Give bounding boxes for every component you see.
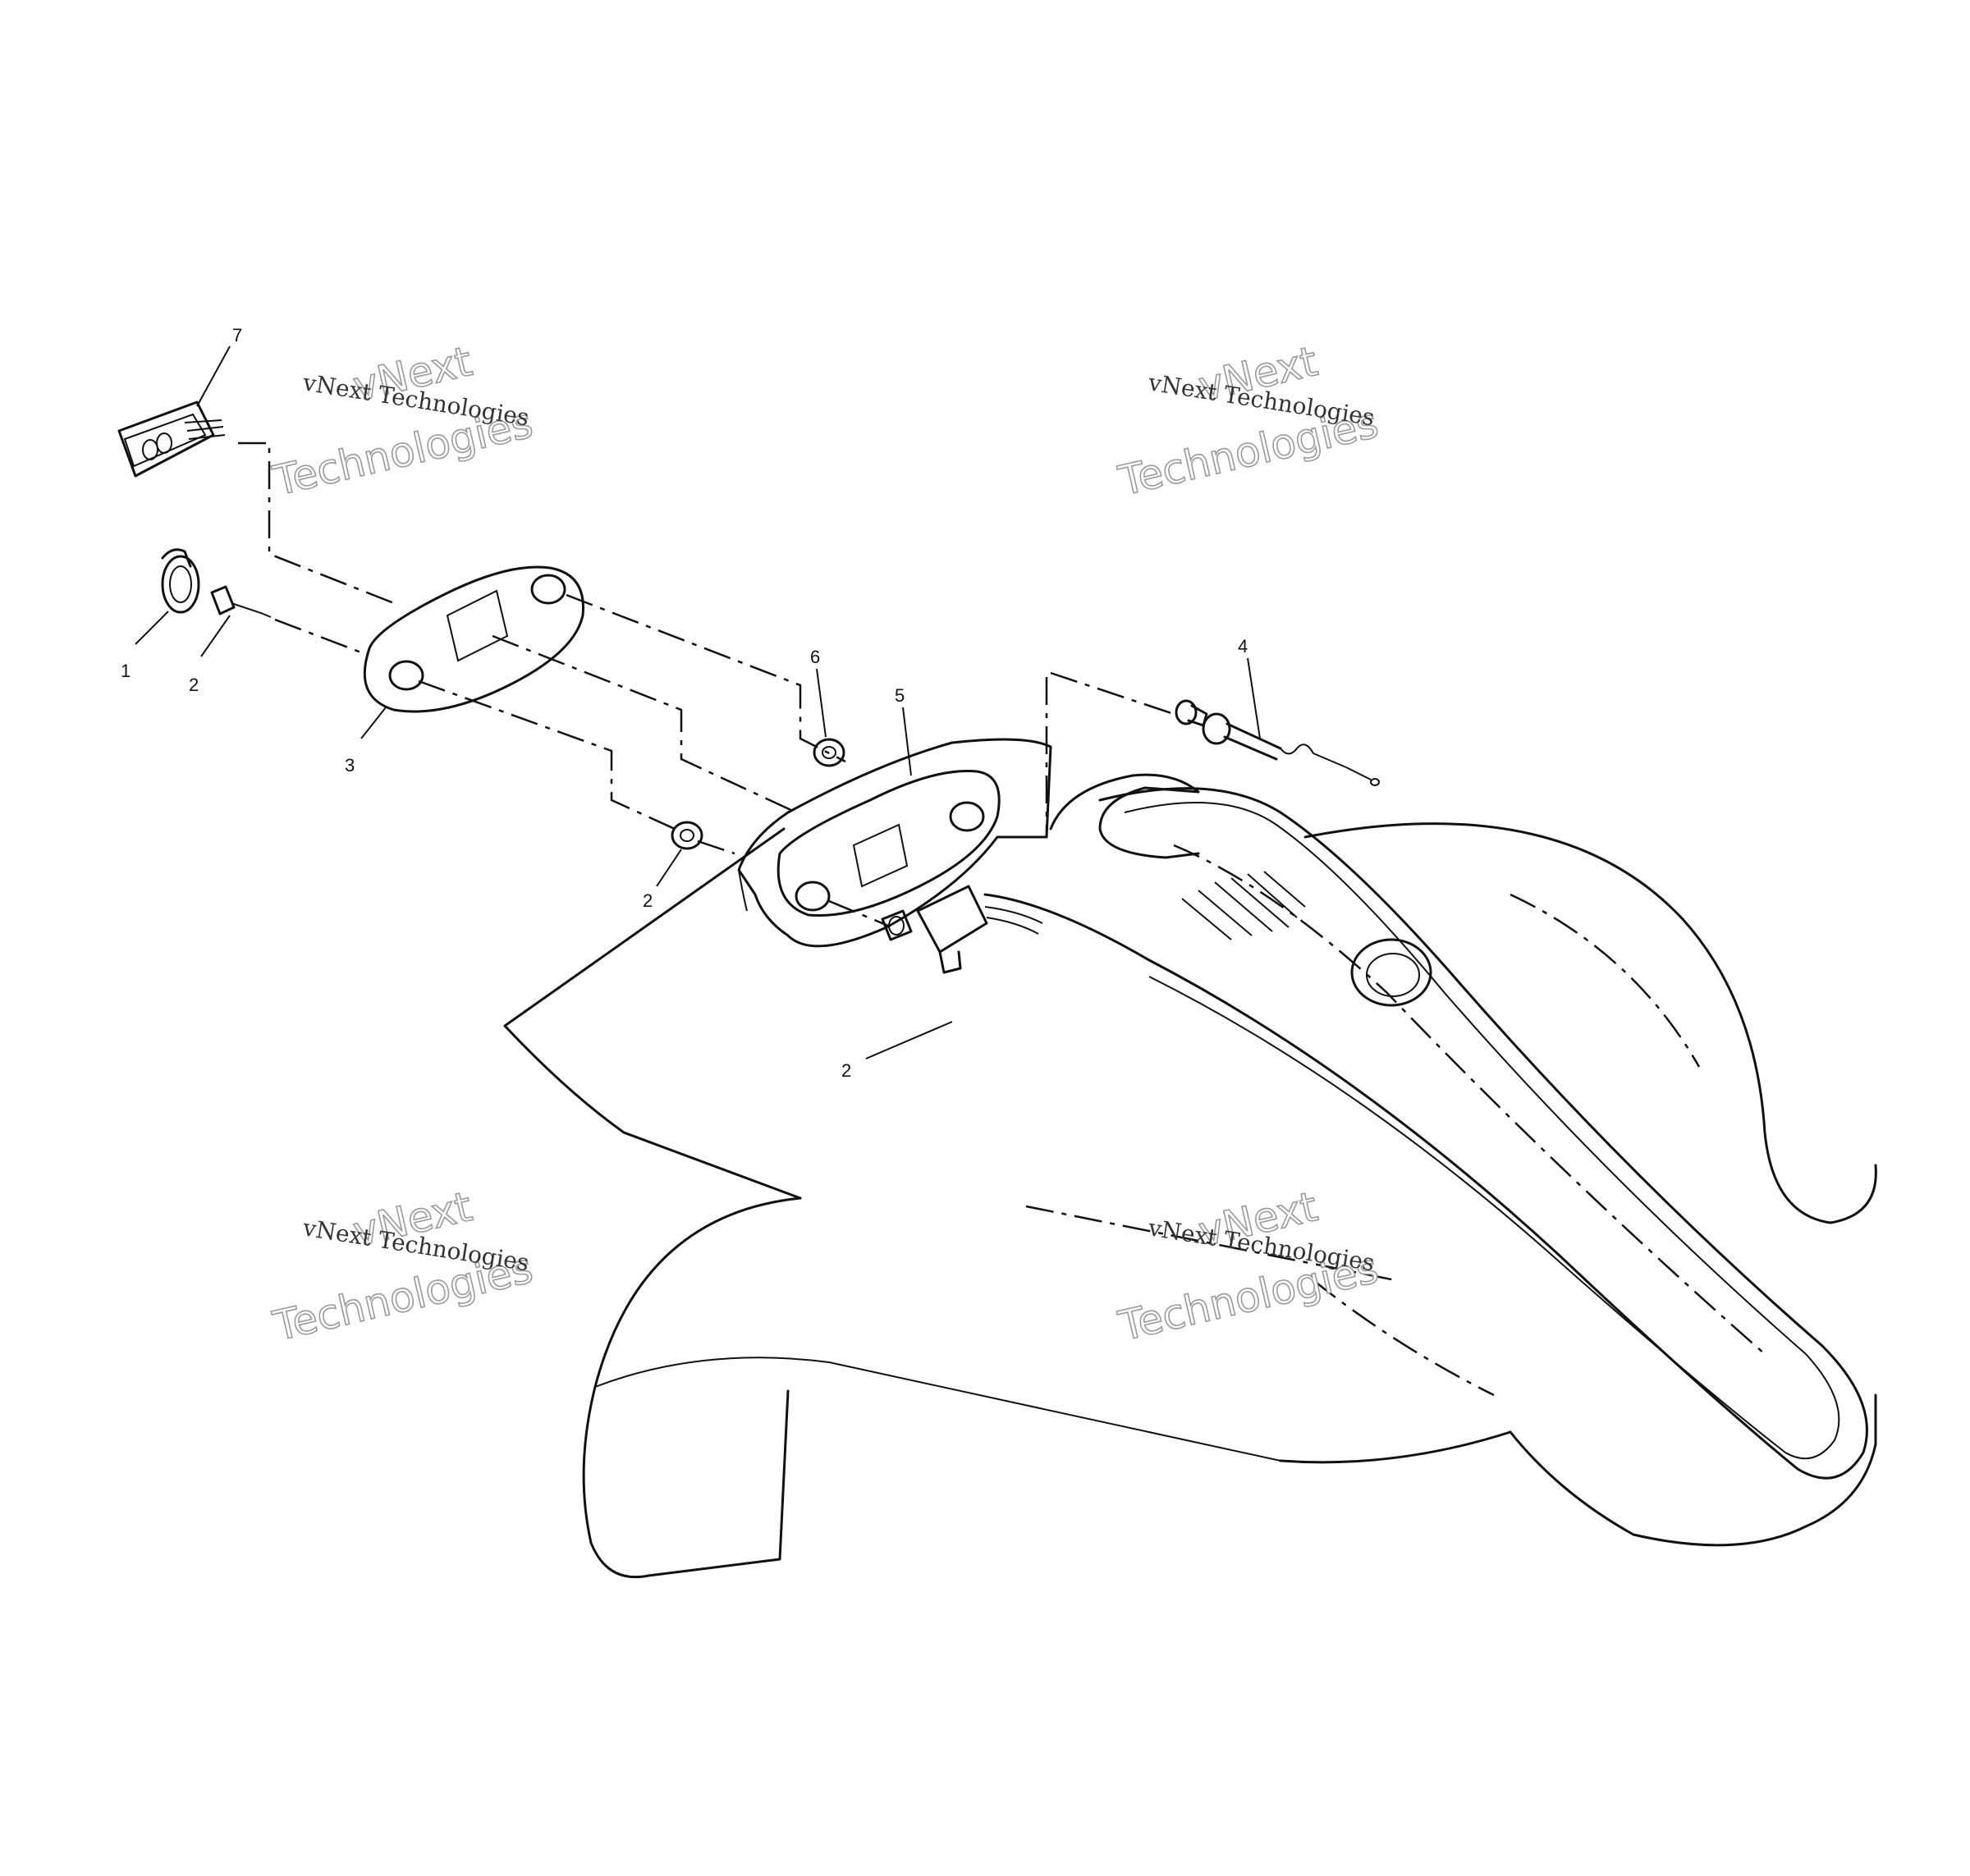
washer-2	[671, 821, 703, 850]
callout-1: 1	[121, 661, 131, 681]
assembly-lines	[238, 442, 1175, 927]
front-fender	[503, 773, 1877, 1579]
dash-plate-mounted	[777, 769, 1001, 917]
callout-2-key: 2	[189, 675, 199, 695]
callout-4: 4	[1238, 636, 1248, 657]
ignition-key	[210, 585, 272, 618]
callouts: 7 1 2 3 6 5 2 4 2	[121, 325, 1248, 1081]
callout-7: 7	[232, 325, 242, 345]
callout-2-switch: 2	[841, 1060, 851, 1081]
callout-5: 5	[895, 685, 905, 706]
leader-lines	[135, 345, 1261, 1059]
trim-plate	[363, 565, 584, 713]
fender-mounting-boss	[737, 738, 1052, 948]
indicator-switch	[117, 400, 226, 478]
callout-2-washer: 2	[643, 890, 653, 911]
callout-3: 3	[345, 755, 355, 776]
choke-cable	[1175, 699, 1380, 786]
switch-with-wire	[881, 885, 1043, 974]
ignition-switch	[161, 548, 200, 614]
washer-6	[813, 738, 845, 767]
callout-6: 6	[810, 647, 820, 667]
